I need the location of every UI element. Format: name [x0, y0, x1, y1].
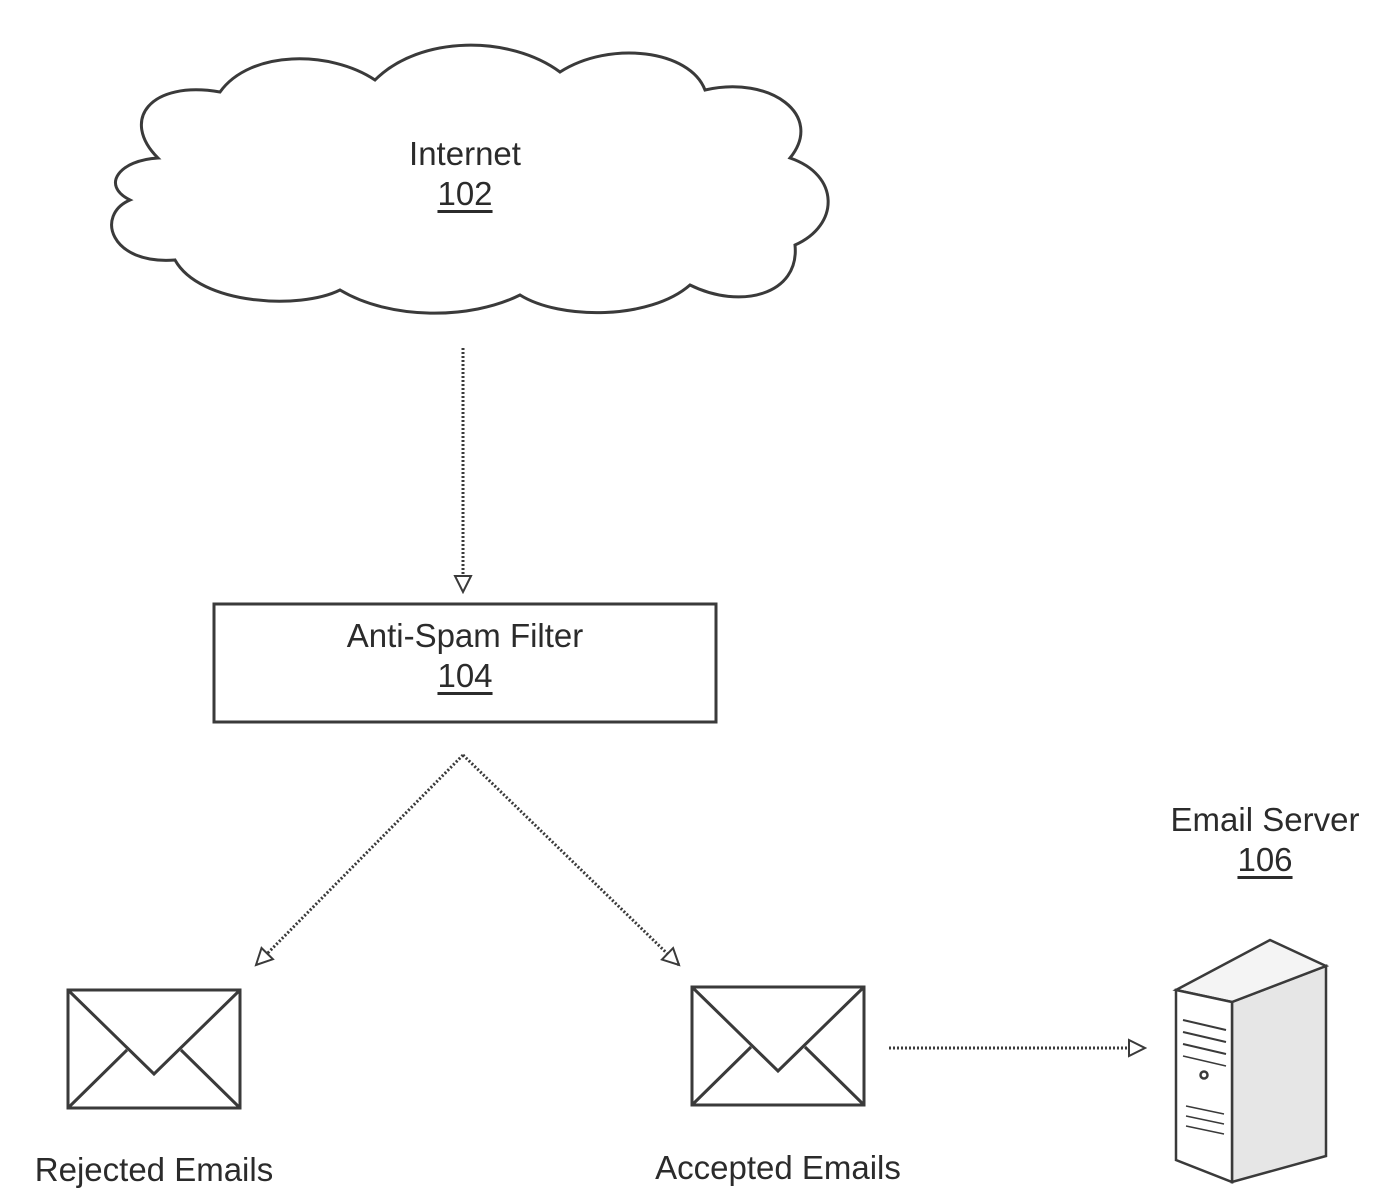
internet-name: Internet	[365, 134, 565, 174]
arrow-filter-to-accepted	[463, 755, 679, 965]
rejected-emails-label: Rejected Emails	[14, 1150, 294, 1190]
arrow-filter-to-rejected	[256, 755, 463, 965]
server-name: Email Server	[1145, 800, 1385, 840]
internet-label: Internet 102	[365, 134, 565, 213]
server-ref-number: 106	[1145, 840, 1385, 880]
server-label: Email Server 106	[1145, 800, 1385, 879]
email-server-icon	[1176, 940, 1326, 1182]
accepted-emails-label: Accepted Emails	[636, 1148, 920, 1188]
filter-label: Anti-Spam Filter 104	[264, 616, 666, 695]
filter-name: Anti-Spam Filter	[264, 616, 666, 656]
internet-ref-number: 102	[365, 174, 565, 214]
filter-ref-number: 104	[264, 656, 666, 696]
accepted-envelope-icon	[692, 987, 864, 1105]
rejected-envelope-icon	[68, 990, 240, 1108]
